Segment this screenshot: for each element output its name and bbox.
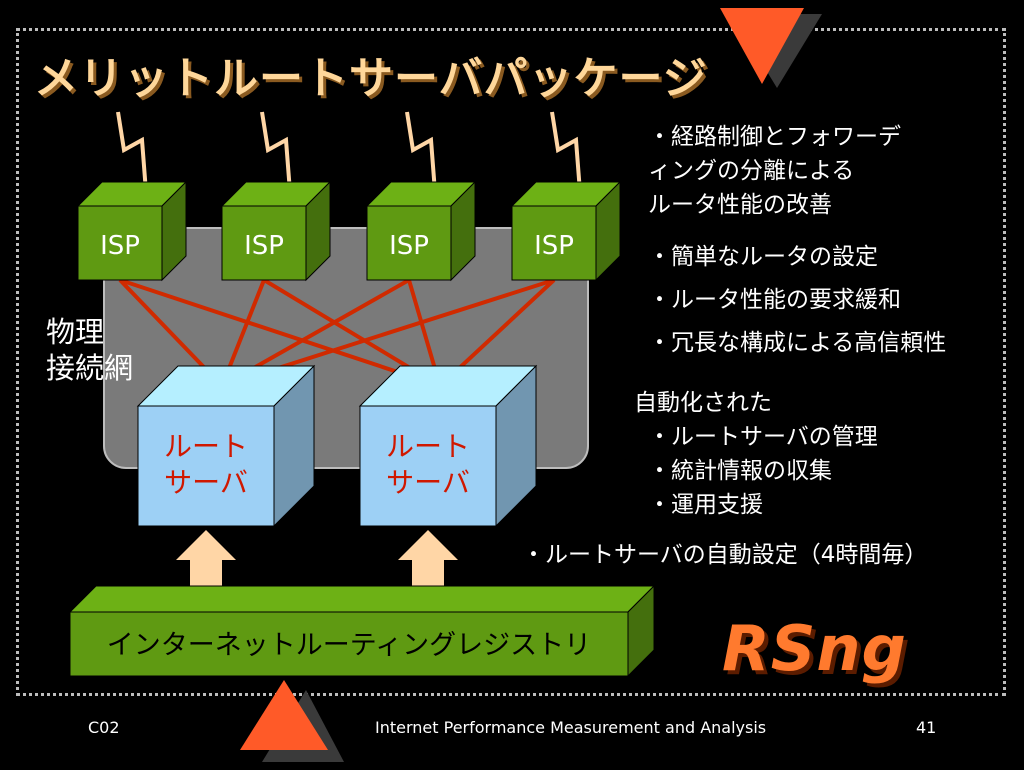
arrow-up-icon — [176, 530, 236, 592]
automation-item-3: ・運用支援 — [648, 492, 763, 518]
isp-label: ISP — [100, 231, 140, 261]
automation-item-1: ・ルートサーバの管理 — [648, 424, 878, 450]
isp-box — [76, 180, 188, 282]
rsng-logo: RSng — [722, 612, 907, 685]
route-server-label: サーバ — [386, 466, 470, 499]
automation-item-2: ・統計情報の収集 — [648, 458, 832, 484]
footer-center: Internet Performance Measurement and Ana… — [375, 718, 767, 737]
route-server-box — [136, 364, 316, 528]
isp-box — [510, 180, 622, 282]
merit-1: ・経路制御とフォワーデ ィングの分離による ルータ性能の改善 — [648, 120, 901, 222]
merit-4: ・冗長な構成による高信頼性 — [648, 330, 947, 356]
merit-1-line3: ルータ性能の改善 — [648, 192, 832, 218]
isp-box — [365, 180, 477, 282]
route-server-label: ルート — [164, 430, 248, 463]
slide-frame — [16, 28, 1006, 696]
arrow-up-icon — [398, 530, 458, 592]
registry-label: インターネットルーティングレジストリ — [107, 630, 591, 661]
accent-triangle-down — [720, 8, 822, 88]
footer-page-number: 41 — [916, 718, 937, 737]
accent-triangle-up — [240, 680, 344, 762]
automation-block: 自動化された ・ルートサーバの管理 ・統計情報の収集 ・運用支援 — [634, 386, 878, 522]
route-server-label: ルート — [386, 430, 470, 463]
route-server-box — [358, 364, 538, 528]
footer-left: C02 — [88, 718, 120, 737]
auto-config-note: ・ルートサーバの自動設定（4時間毎） — [522, 542, 928, 568]
physical-network-label-line2: 接続網 — [46, 351, 134, 385]
registry-box — [68, 584, 656, 678]
isp-label: ISP — [389, 231, 429, 261]
physical-network-label: 物理 接続網 — [46, 314, 133, 386]
merit-2: ・簡単なルータの設定 — [648, 244, 878, 270]
physical-network-label-line1: 物理 — [46, 315, 105, 349]
automation-heading: 自動化された — [634, 390, 772, 416]
lightning-icon — [405, 111, 437, 193]
lightning-icon — [116, 111, 148, 193]
merit-1-line2: ィングの分離による — [648, 158, 855, 184]
mesh-link-line — [119, 278, 441, 388]
lightning-icon — [260, 111, 292, 193]
merit-3: ・ルータ性能の要求緩和 — [648, 287, 901, 313]
isp-box — [220, 180, 332, 282]
isp-label: ISP — [244, 231, 284, 261]
isp-label: ISP — [534, 231, 574, 261]
slide-title: メリットルートサーバパッケージ — [34, 53, 708, 104]
lightning-icon — [550, 111, 582, 193]
route-server-label: サーバ — [164, 466, 248, 499]
merit-1-line1: ・経路制御とフォワーデ — [648, 124, 901, 150]
